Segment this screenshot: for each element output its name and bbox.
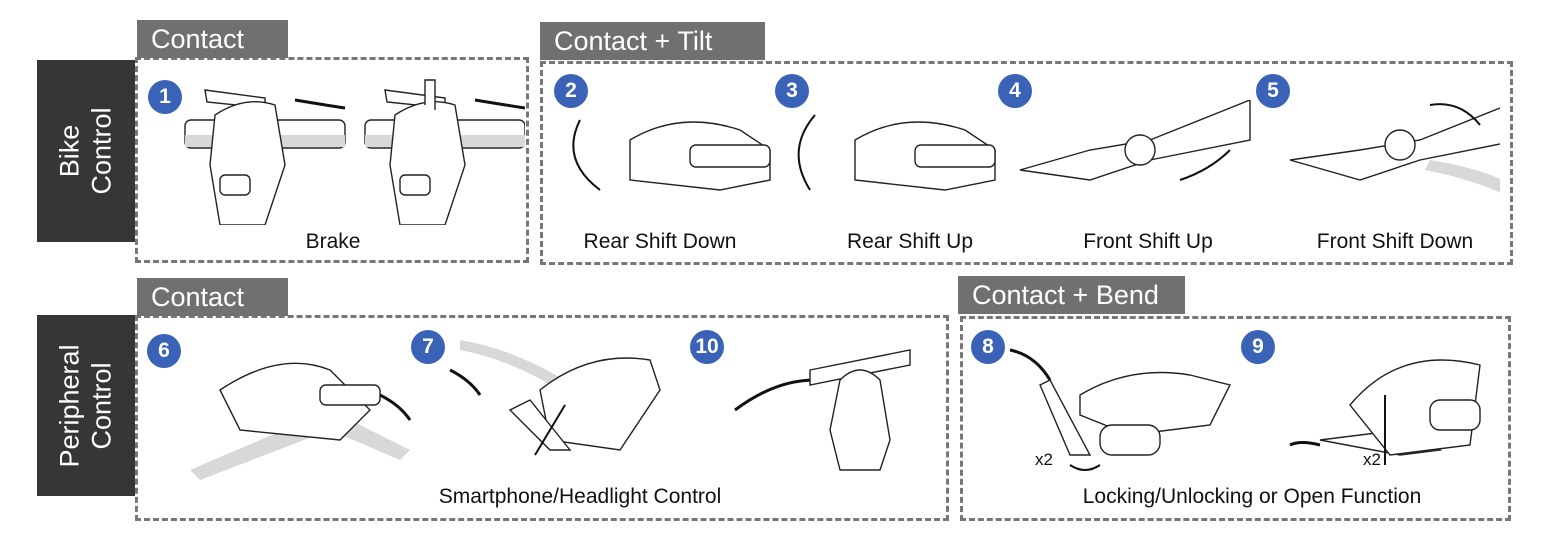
group-box-contact-bend (960, 316, 1511, 521)
brake-hand-sketch (184, 79, 525, 225)
gesture-number-badge: 3 (775, 74, 809, 108)
gesture-caption: Front Shift Down (1316, 230, 1474, 253)
group-title: Contact + Tilt (540, 22, 765, 60)
gesture-caption: Smartphone/Headlight Control (438, 485, 722, 508)
row-label-bike-control: Bike Control (37, 60, 135, 242)
gesture-number-badge: 7 (411, 330, 445, 364)
shift-hand-sketches (572, 100, 1500, 193)
gesture-number-badge: 2 (554, 74, 588, 108)
gesture-caption: Front Shift Up (1083, 230, 1213, 253)
repeat-annotation: x2 (1363, 450, 1381, 469)
gesture-number-badge: 1 (148, 80, 182, 114)
group-title: Contact (137, 20, 288, 58)
peripheral-hand-sketches (190, 340, 911, 480)
gesture-caption: Rear Shift Down (583, 230, 737, 253)
row-label-peripheral-control: Peripheral Control (37, 315, 135, 496)
group-box-contact-bike (135, 57, 529, 263)
gesture-number-badge: 9 (1241, 330, 1275, 364)
gesture-number-badge: 4 (998, 74, 1032, 108)
gesture-number-badge: 5 (1256, 74, 1290, 108)
gesture-caption: Rear Shift Up (846, 230, 974, 253)
row-label-text: Bike Control (54, 107, 117, 195)
group-box-contact-peripheral (135, 315, 949, 521)
gesture-caption: Locking/Unlocking or Open Function (1082, 485, 1422, 508)
row-label-text: Peripheral Control (55, 343, 118, 468)
gesture-number-badge: 8 (971, 330, 1005, 364)
gesture-caption: Brake (305, 230, 361, 253)
group-box-contact-tilt (540, 61, 1513, 265)
gesture-number-badge: 6 (147, 334, 181, 368)
group-title: Contact + Bend (958, 276, 1185, 314)
group-title: Contact (137, 278, 288, 316)
gesture-number-badge: 10 (690, 330, 724, 364)
bend-hand-sketches (1009, 348, 1481, 471)
repeat-annotation: x2 (1035, 450, 1053, 469)
